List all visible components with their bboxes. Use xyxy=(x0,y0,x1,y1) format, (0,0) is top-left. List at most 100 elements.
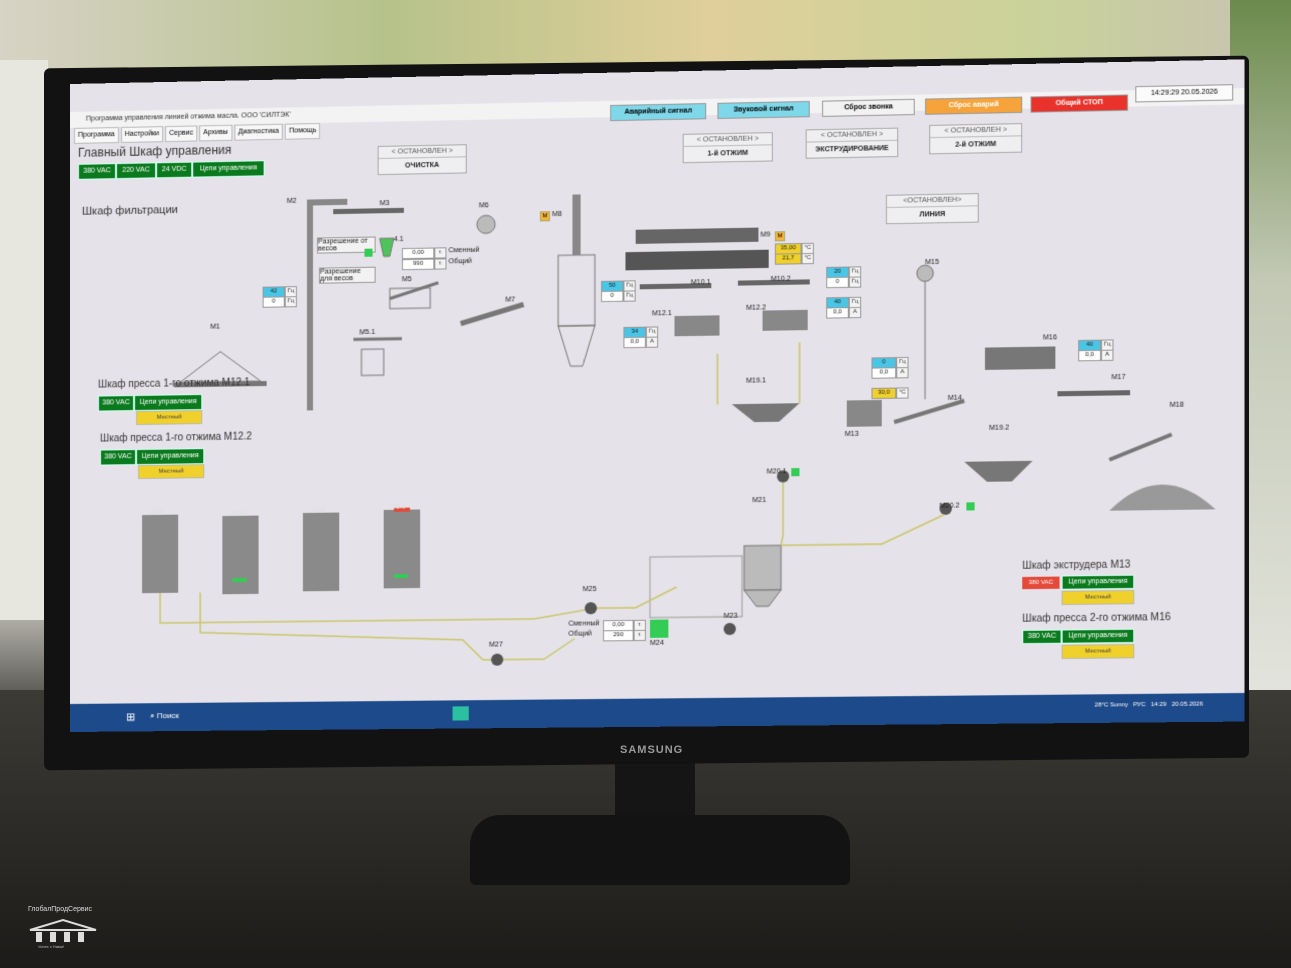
system-tray: 28°C Sunny РУС 14:29 20.05.2026 xyxy=(1095,702,1203,709)
m25-pump xyxy=(584,602,597,615)
label-m25: M25 xyxy=(582,585,597,594)
m201-indicator xyxy=(791,468,800,477)
m21-cone xyxy=(744,590,781,607)
label-m9: M9 xyxy=(760,231,771,239)
label-m101: M10.1 xyxy=(690,279,711,287)
label-m202: M20.2 xyxy=(939,502,960,510)
search-icon: ⌕ xyxy=(150,711,157,721)
label-m1: M1 xyxy=(210,323,221,331)
label-m51: M5.1 xyxy=(359,329,376,337)
watermark-name: ГлобалПродСервис xyxy=(28,906,92,913)
scale2-total-value: 290 xyxy=(603,629,634,642)
scale-shift-label: Сменный xyxy=(448,246,480,255)
language[interactable]: РУС xyxy=(1133,702,1146,709)
label-m7: M7 xyxy=(505,296,516,304)
m102-current: 0 xyxy=(826,276,849,289)
windows-start-icon[interactable]: ⊞ xyxy=(126,711,136,724)
press-m121-mode[interactable]: Местный xyxy=(136,410,203,426)
perm-from-indicator xyxy=(364,248,373,257)
m23-pump xyxy=(723,622,736,636)
press-m121-title: Шкаф пресса 1-го отжима М12.1 xyxy=(98,377,250,391)
scale-shift-value: 0,00 xyxy=(401,247,435,260)
press2-circuits: Цепи управления xyxy=(1061,628,1135,644)
m16-current: 0,0 xyxy=(1078,349,1102,362)
m9-temp2-unit: °C xyxy=(801,252,814,265)
m27-pump xyxy=(491,653,504,666)
press-m121-380vac: 380 VAC xyxy=(98,395,135,412)
m121-current: 0,0 xyxy=(623,336,646,349)
m2-elevator xyxy=(306,199,314,411)
scada-app-icon[interactable] xyxy=(452,706,469,721)
label-m2: M2 xyxy=(286,197,297,205)
label-m21: M21 xyxy=(752,496,767,505)
m16-current-unit: А xyxy=(1101,349,1114,362)
background-wall xyxy=(0,60,48,620)
label-tank-264: 26.4 xyxy=(150,508,164,516)
label-m15: M15 xyxy=(925,258,940,267)
sound-signal-button[interactable]: Звуковой сигнал xyxy=(717,100,810,120)
label-m3: M3 xyxy=(379,200,390,208)
m3-conveyor xyxy=(333,207,404,215)
press-m122-mode[interactable]: Местный xyxy=(138,464,205,480)
general-stop-button[interactable]: Общий СТОП xyxy=(1030,94,1129,113)
menu-program[interactable]: Программа xyxy=(73,127,119,144)
reset-bell-button[interactable]: Сброс звонка xyxy=(822,98,915,117)
menu-archives[interactable]: Архивы xyxy=(199,124,233,142)
m18-conveyor xyxy=(1109,434,1171,459)
m101-conveyor xyxy=(639,283,712,290)
reset-alarm-button[interactable]: Сброс аварий xyxy=(925,96,1023,115)
press2-380vac: 380 VAC xyxy=(1022,629,1062,645)
m13-temp: 30,0 xyxy=(871,387,897,400)
watermark-slogan: Успех с Нами! xyxy=(38,944,65,949)
press2-cabinet-title: Шкаф пресса 2-го отжима М16 xyxy=(1022,612,1171,625)
menu-help[interactable]: Помощь xyxy=(285,122,321,140)
label-m102: M10.2 xyxy=(770,275,791,284)
m101-current-unit: Гц xyxy=(623,290,636,302)
label-tank-261: 26.1 xyxy=(391,503,406,511)
m13-current-unit: А xyxy=(896,367,909,379)
m14-conveyor xyxy=(894,401,964,422)
scale2-shift-label: Сменный xyxy=(568,620,600,628)
m122-press xyxy=(762,309,808,331)
m51-conveyor xyxy=(353,339,402,340)
extruder-cabinet-title: Шкаф экструдера М13 xyxy=(1022,559,1131,572)
clock: 14:29:29 20.05.2026 xyxy=(1135,84,1234,103)
m122-current: 0,0 xyxy=(826,307,849,319)
menu-settings[interactable]: Настройки xyxy=(120,126,164,143)
alarm-signal-button[interactable]: Аварийный сигнал xyxy=(610,103,707,122)
oil-pipe-return xyxy=(200,588,574,662)
label-m191: M19.1 xyxy=(746,377,767,385)
m1-current: 0 xyxy=(262,296,285,308)
tank-264 xyxy=(142,514,179,594)
m202-indicator xyxy=(966,502,975,511)
taskbar-search[interactable]: ⌕ Поиск xyxy=(150,711,179,721)
label-m201: M20.1 xyxy=(766,468,787,476)
tray-time: 14:29 xyxy=(1150,701,1167,709)
weather: 28°C Sunny xyxy=(1094,702,1128,709)
m101-current: 0 xyxy=(600,290,624,303)
m9-temp2: 21,7 xyxy=(774,253,802,265)
m121-press xyxy=(674,315,720,337)
m102-current-unit: Гц xyxy=(848,276,862,288)
extruder-mode[interactable]: Местный xyxy=(1061,589,1135,606)
m18-pile xyxy=(1109,483,1216,511)
m192-tank xyxy=(964,460,1033,483)
press2-mode[interactable]: Местный xyxy=(1061,644,1135,660)
menu-service[interactable]: Сервис xyxy=(165,125,198,143)
menu-diagnostics[interactable]: Диагностика xyxy=(234,123,284,141)
press-m121-circuits: Цепи управления xyxy=(134,393,203,412)
monitor-stand-base xyxy=(470,815,850,885)
perm-to-scale: Разрешение для весов xyxy=(319,266,376,284)
tank-261 xyxy=(383,509,421,589)
m6-fan xyxy=(477,215,495,233)
tank-263-ok xyxy=(232,577,247,583)
tray-date: 20.05.2026 xyxy=(1171,701,1203,708)
window-title: Программа управления линией отжима масла… xyxy=(85,111,291,123)
m191-tank xyxy=(731,403,800,423)
m8-elevator xyxy=(572,194,581,256)
label-tank-263: 26.3 xyxy=(230,509,245,517)
m8-silo-cone xyxy=(558,325,595,366)
extruder-380vac-alarm: 380 VAC xyxy=(1022,576,1060,590)
extruder-circuits: Цепи управления xyxy=(1061,574,1135,590)
m8-mode-tag: М xyxy=(539,211,551,222)
